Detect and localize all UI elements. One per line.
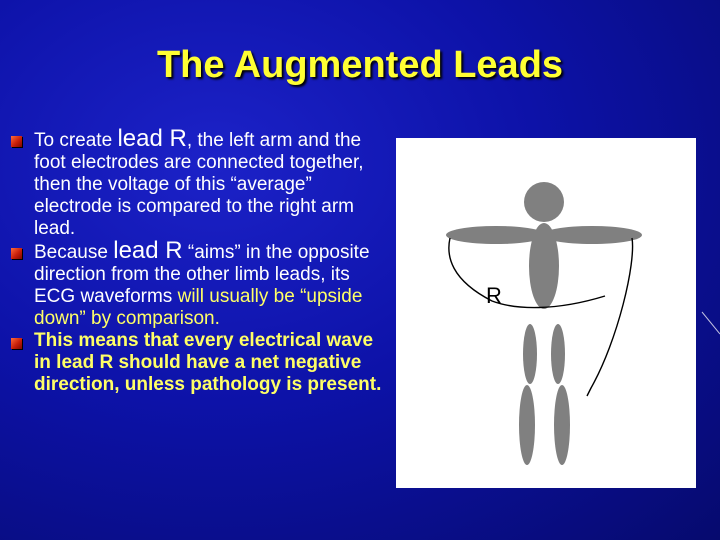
head-shape bbox=[524, 182, 564, 222]
bullet-1-lead: lead R bbox=[117, 125, 187, 152]
bullet-marker-icon bbox=[11, 136, 22, 147]
right-arm-wire bbox=[448, 237, 606, 309]
bullet-2-text: “aims” in the opposite direction from th… bbox=[34, 242, 370, 307]
bullet-marker-icon bbox=[11, 248, 22, 259]
left-leg-shape bbox=[554, 385, 570, 465]
bullet-marker-icon bbox=[11, 338, 22, 349]
bullet-2-highlight: will usually be “upside down” by compari… bbox=[34, 286, 363, 329]
bullet-item-3: This means that every electrical wave in… bbox=[8, 330, 393, 396]
decorative-line bbox=[701, 311, 720, 335]
right-leg-shape bbox=[519, 385, 535, 465]
bullet-1-prefix: To create bbox=[34, 130, 118, 151]
right-thigh-shape bbox=[523, 324, 537, 384]
bullet-item-2: Because lead R “aims” in the opposite di… bbox=[8, 237, 393, 330]
left-arm-shape bbox=[542, 226, 642, 244]
bullet-1-text: , the left arm and the foot electrodes a… bbox=[34, 130, 364, 239]
limb-lead-figure: R bbox=[396, 138, 696, 488]
left-arm-foot-wire bbox=[586, 237, 634, 397]
bullet-list: To create lead R, the left arm and the f… bbox=[8, 125, 393, 396]
bullet-item-1: To create lead R, the left arm and the f… bbox=[8, 125, 393, 240]
right-arm-shape bbox=[446, 226, 546, 244]
bullet-2-prefix: Because bbox=[34, 242, 114, 263]
human-body-diagram: R bbox=[446, 182, 642, 465]
left-thigh-shape bbox=[551, 324, 565, 384]
slide-title: The Augmented Leads bbox=[156, 44, 564, 86]
bullet-3-text: This means that every electrical wave in… bbox=[34, 330, 382, 395]
bullet-2-lead: lead R bbox=[113, 237, 183, 264]
torso-shape bbox=[529, 223, 559, 309]
lead-r-label: R bbox=[486, 283, 502, 308]
